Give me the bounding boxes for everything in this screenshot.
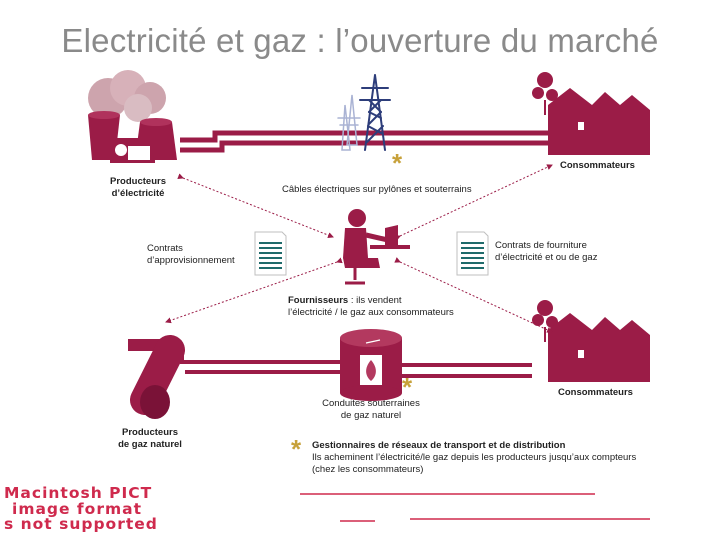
electric-power-line (180, 130, 548, 153)
cables-label: Câbles électriques sur pylônes et souter… (282, 184, 472, 195)
pict-unsupported-message: Macintosh PICT image format s not suppor… (4, 484, 334, 533)
suppliers-label: Fournisseurs : ils vendent l’électricité… (288, 295, 468, 319)
supply-contracts-line1: Contrats (147, 243, 183, 254)
suppliers-heading-rest: : ils vendent (348, 295, 402, 306)
pipelines-line2: de gaz naturel (340, 410, 402, 421)
pict-line2: image format (12, 499, 142, 518)
supplier-icon (343, 209, 410, 285)
suppliers-heading: Fournisseurs (288, 295, 349, 306)
electricity-producers-line1: Producteurs (110, 176, 166, 187)
asterisk-pipelines: * (402, 372, 413, 402)
asterisk-cables: * (392, 148, 403, 178)
power-plant-icon (88, 70, 177, 163)
network-managers-label: Gestionnaires de réseaux de transport et… (312, 440, 672, 476)
pipelines-label: Conduites souterraines de gaz naturel (311, 398, 431, 422)
delivery-contracts-label: Contrats de fourniture d’électricité et … (495, 240, 620, 264)
houses-bottom-icon (532, 300, 650, 382)
pict-error-lines (300, 493, 650, 522)
delivery-contract-document-icon (456, 231, 489, 276)
gas-tank-icon (340, 329, 402, 401)
electricity-producers-line2: d’électricité (111, 188, 165, 199)
electricity-producers-label: Producteurs d’électricité (98, 176, 178, 200)
supply-contracts-label: Contrats d’approvisionnement (147, 243, 252, 267)
delivery-contracts-line1: Contrats de fourniture (495, 240, 587, 251)
gas-producers-line1: Producteurs (122, 427, 178, 438)
pict-line3: s not supported (4, 515, 158, 533)
delivery-contracts-line2: d’électricité et ou de gaz (495, 252, 598, 263)
consumers-top-label: Consommateurs (560, 160, 635, 171)
suppliers-description: l’électricité / le gaz aux consommateurs (288, 307, 454, 318)
pipelines-line1: Conduites souterraines (322, 398, 420, 409)
page-title: Electricité et gaz : l’ouverture du marc… (61, 22, 659, 59)
network-managers-line2: (chez les consommateurs) (312, 464, 424, 475)
supply-contracts-line2: d’approvisionnement (147, 255, 235, 266)
asterisk-network: * (291, 434, 302, 464)
supply-contract-document-icon (254, 231, 287, 276)
gas-producers-line2: de gaz naturel (118, 439, 182, 450)
consumers-bottom-label: Consommateurs (558, 387, 633, 398)
network-managers-line1: Ils acheminent l’électricité/le gaz depu… (312, 452, 637, 463)
houses-top-icon (532, 72, 650, 155)
pict-line1: Macintosh PICT (4, 484, 153, 502)
gas-producers-label: Producteurs de gaz naturel (105, 427, 195, 451)
contract-arrows (165, 164, 553, 333)
pylon-icon (337, 74, 391, 151)
network-managers-heading: Gestionnaires de réseaux de transport et… (312, 440, 566, 451)
